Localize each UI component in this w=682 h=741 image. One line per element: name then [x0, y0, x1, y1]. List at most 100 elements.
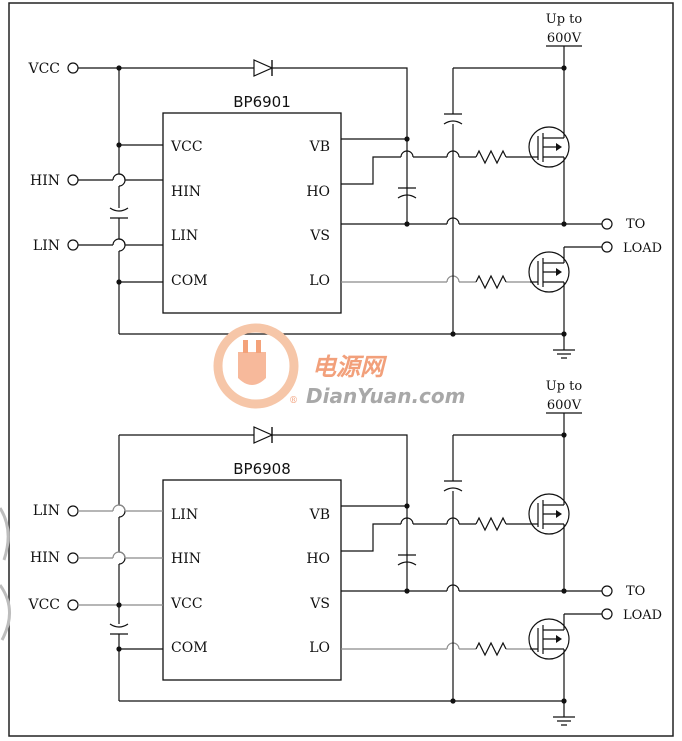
supply-label-line2: 600V [547, 398, 582, 413]
watermark-registered: ® [289, 396, 298, 406]
bus-cap-line [452, 434, 564, 701]
ground-icon [553, 716, 575, 726]
plug-logo-icon-body [238, 352, 266, 385]
terminal-label: VCC [27, 597, 60, 613]
input-terminal [67, 174, 79, 186]
supply-bar [546, 412, 582, 435]
terminal-label: HIN [30, 550, 60, 566]
supply-label-line1: Up to [546, 379, 583, 394]
pin-label-right: VS [309, 596, 330, 612]
mosfet-arrow [556, 268, 562, 276]
gate-resistor [475, 274, 507, 290]
pin-label-right: VS [309, 228, 330, 244]
chip-name: BP6908 [233, 460, 291, 478]
output-to-label: TO [626, 217, 645, 232]
pin-label-left: VCC [170, 596, 203, 612]
pin-label-right: LO [309, 640, 330, 656]
output-load-label: LOAD [623, 241, 662, 256]
mosfet-symbol [530, 68, 565, 224]
output-to-label: TO [626, 584, 645, 599]
junction-dot [561, 331, 567, 337]
junction-dot [404, 136, 410, 142]
pin-label-right: VB [309, 139, 330, 155]
bootstrap-diode [253, 426, 274, 444]
pin-wires [78, 510, 163, 606]
junction-dot [116, 142, 122, 148]
mosfet-arrow [556, 635, 562, 643]
terminal-label: LIN [33, 238, 60, 254]
mosfet-symbol [530, 435, 565, 591]
supply-label-line2: 600V [547, 31, 582, 46]
pin-label-right: HO [306, 184, 330, 200]
chip-name: BP6901 [233, 93, 291, 111]
input-terminal [67, 505, 79, 517]
circuit-1: BP6901 VCC HIN LIN COM VB HO VS LO VCC H… [27, 12, 662, 359]
ground-icon [553, 349, 575, 359]
input-terminal [67, 239, 79, 251]
mosfet-symbol [530, 614, 565, 717]
bus-cap [443, 113, 463, 125]
vcc-cap [109, 623, 129, 635]
ho-hops [400, 517, 460, 525]
watermark-chinese: 电源网 [312, 353, 388, 381]
bootstrap-diode [253, 59, 274, 77]
pin-hops [112, 173, 126, 246]
gate-resistor [475, 149, 507, 165]
output-terminal [601, 218, 613, 230]
junction-dot [404, 588, 410, 594]
vcc-rail [119, 434, 408, 591]
vcc-rail [78, 67, 408, 224]
junction-dot [116, 602, 122, 608]
mosfet-symbol [530, 247, 565, 350]
junction-dot [116, 646, 122, 652]
bootstrap-cap [397, 187, 417, 199]
output-terminal [601, 608, 613, 620]
input-terminal [67, 599, 79, 611]
output-terminal [601, 241, 613, 253]
pin-label-right: HO [306, 551, 330, 567]
plug-prong [243, 340, 248, 353]
watermark-english: DianYuan.com [306, 384, 465, 408]
junction-dot [450, 698, 456, 704]
ho-wire [341, 156, 530, 185]
bus-cap-line [452, 67, 564, 334]
pin-label-left: HIN [171, 551, 201, 567]
pin-label-left: HIN [171, 184, 201, 200]
terminal-label: HIN [30, 173, 60, 189]
junction-dot [561, 588, 567, 594]
junction-dot [404, 221, 410, 227]
circuit-2: BP6908 LIN HIN VCC COM VB HO VS LO LIN H… [27, 379, 662, 726]
chip-box [162, 479, 342, 681]
junction-dot [116, 65, 122, 71]
pin-label-left: LIN [171, 507, 198, 523]
pin-wires [78, 144, 163, 283]
pin-label-left: VCC [170, 139, 203, 155]
pin-label-right: VB [309, 507, 330, 523]
gate-resistor [475, 641, 507, 657]
supply-label-line1: Up to [546, 12, 583, 27]
output-load-label: LOAD [623, 608, 662, 623]
input-terminal [67, 552, 79, 564]
pin-label-left: COM [171, 640, 208, 656]
junction-dot [561, 221, 567, 227]
mosfet-arrow [556, 510, 562, 518]
terminal-label: VCC [27, 61, 60, 77]
watermark: 电源网 ® DianYuan.com [213, 323, 465, 409]
pin-label-left: LIN [171, 228, 198, 244]
junction-dot [561, 698, 567, 704]
input-terminal [67, 62, 79, 74]
bus-cap [443, 480, 463, 492]
plug-prong [256, 340, 261, 353]
terminal-label: LIN [33, 503, 60, 519]
ho-hops [400, 150, 460, 158]
output-terminal [601, 585, 613, 597]
edge-arc-decoration [0, 507, 11, 641]
junction-dot [404, 503, 410, 509]
mosfet-arrow [556, 143, 562, 151]
pin-label-right: LO [309, 273, 330, 289]
ho-wire [341, 523, 530, 552]
gate-resistor [475, 516, 507, 532]
bootstrap-cap [397, 554, 417, 566]
pin-hops [112, 504, 126, 559]
